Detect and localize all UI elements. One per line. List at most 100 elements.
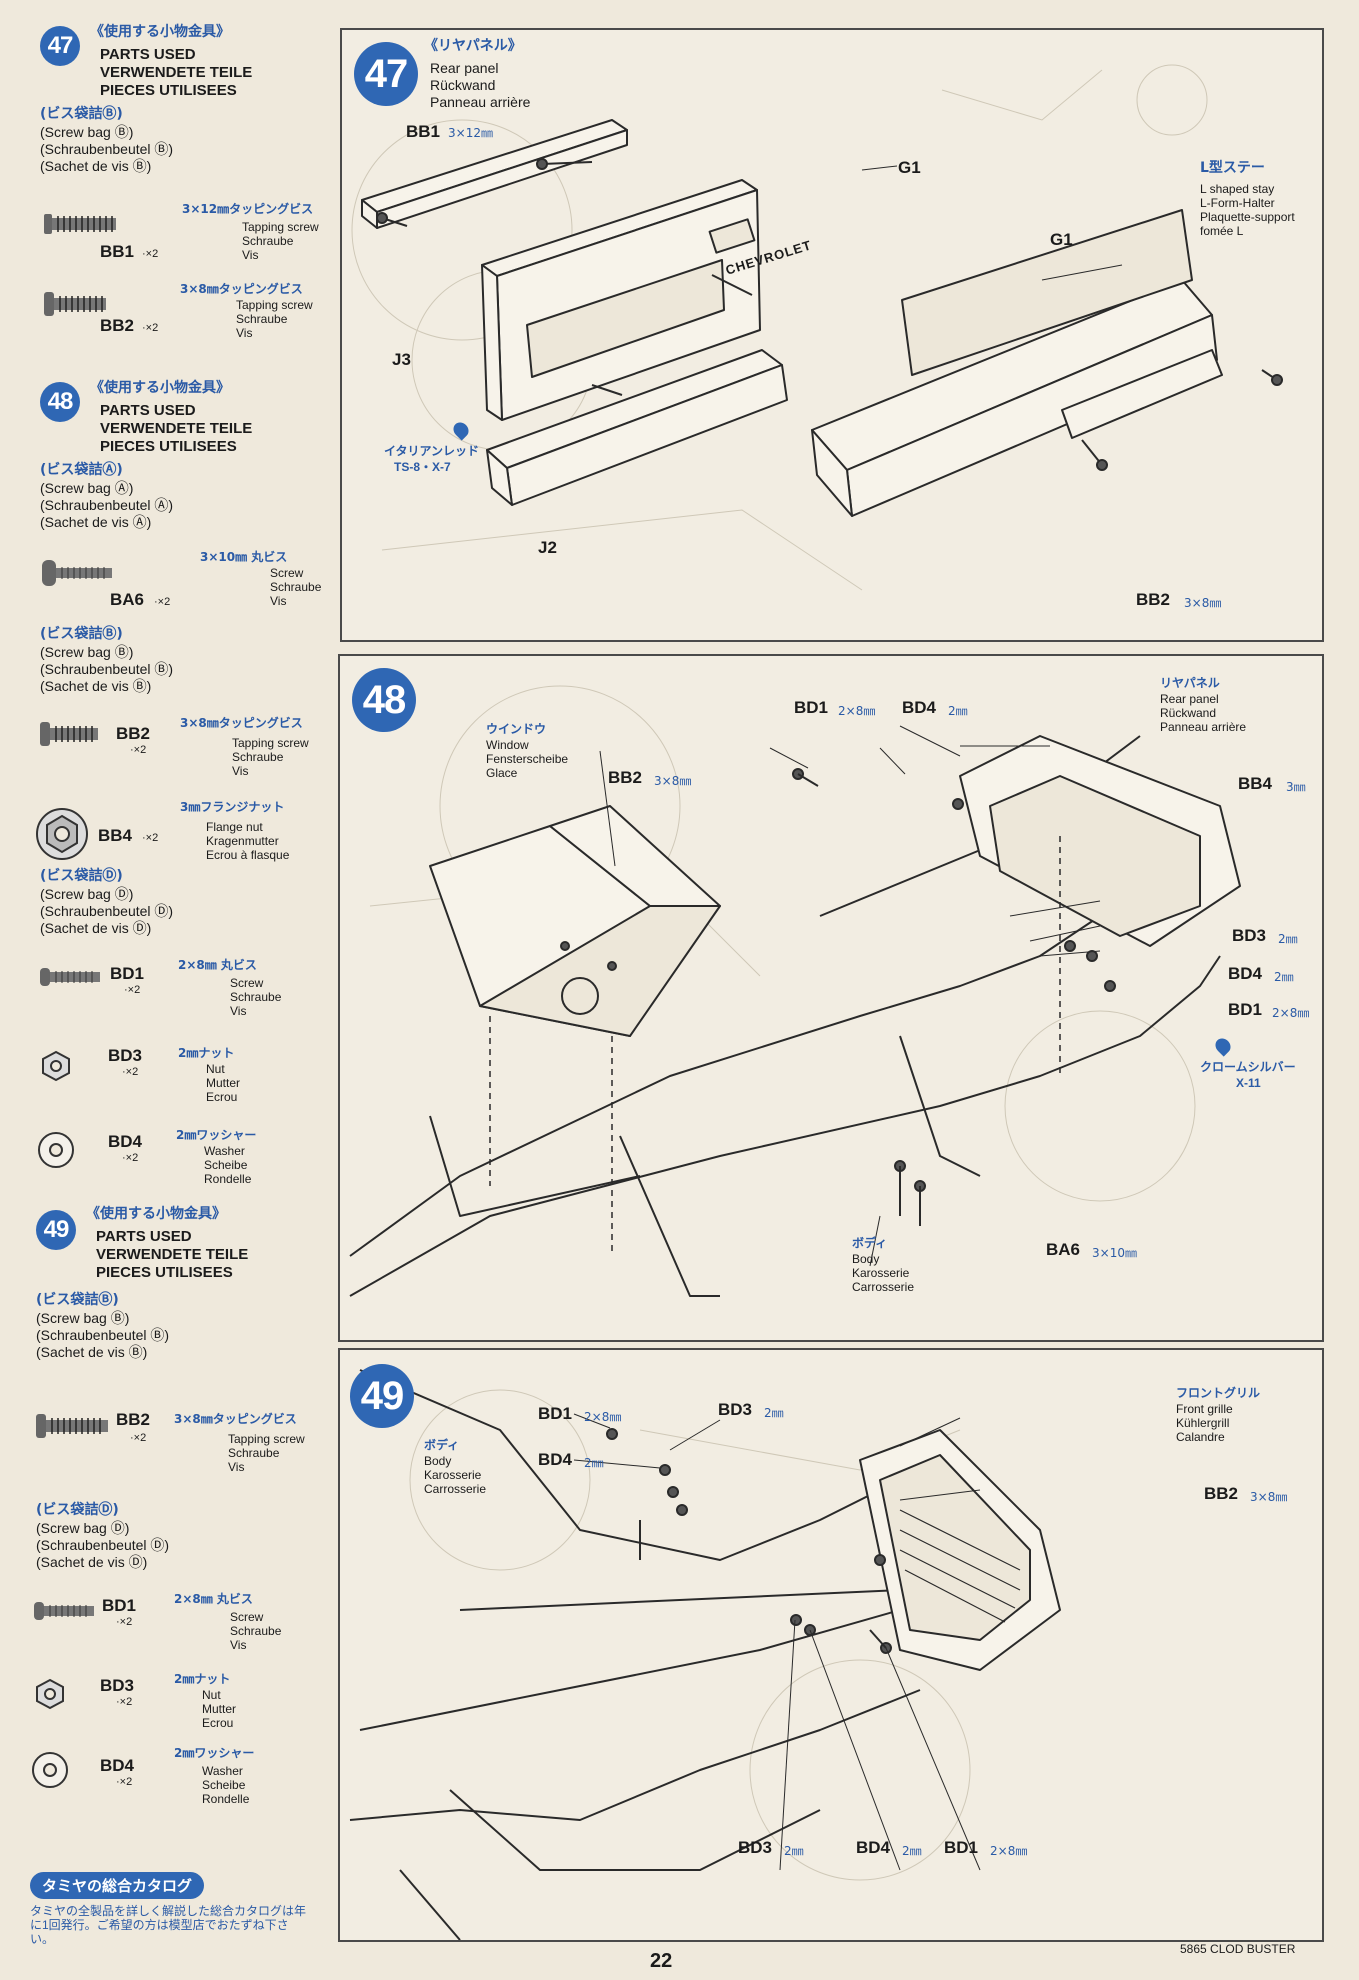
bb2-desc: Tapping screw Schraube Vis xyxy=(236,298,313,340)
bb4-label: BB4 xyxy=(1238,774,1273,793)
bd4-top-label: BD4 xyxy=(538,1450,573,1469)
parts-used-heading: PARTS USED VERWENDETE TEILE PIECES UTILI… xyxy=(100,402,253,455)
washer-bd4-icon xyxy=(30,1750,70,1795)
screw-bb2-icon xyxy=(40,720,110,755)
paint-drop-icon xyxy=(450,419,472,443)
window-label-jp: ウインドウ xyxy=(486,722,547,736)
italian-red-paint-jp: イタリアンレッド xyxy=(384,444,480,458)
screw-bag-a-label: (Screw bag Ⓐ) (Schraubenbeutel Ⓐ) (Sache… xyxy=(40,480,174,530)
bd4-desc: Washer Scheibe Rondelle xyxy=(202,1764,250,1806)
bb2-size: 3×8㎜ xyxy=(1184,596,1222,610)
bd1-label: BD1 xyxy=(1228,1000,1263,1019)
parts-used-heading-jp: 《使用する小物金具》 xyxy=(90,24,230,40)
step-47-badge: 47 xyxy=(354,42,418,106)
g1-label-2: G1 xyxy=(1050,230,1073,249)
screw-ba6-icon xyxy=(42,558,122,595)
rear-panel-label-jp: リヤパネル xyxy=(1160,676,1220,690)
body-label-jp: ボディ xyxy=(852,1236,888,1250)
front-grille-label-jp: フロントグリル xyxy=(1176,1386,1261,1400)
screw-bb2-icon xyxy=(44,290,124,325)
flange-nut-icon xyxy=(34,806,90,867)
bd4-jp: 2㎜ワッシャー xyxy=(176,1128,257,1142)
bb2-jp: 3×8㎜タッピングビス xyxy=(174,1412,297,1426)
bd3-desc: Nut Mutter Ecrou xyxy=(206,1062,241,1104)
bd3-code: BD3 xyxy=(108,1046,143,1065)
paint-drop-icon xyxy=(1212,1035,1234,1059)
bb4-jp: 3㎜フランジナット xyxy=(180,800,285,814)
bd1-bottom-size: 2×8㎜ xyxy=(990,1844,1028,1858)
nut-bd3-icon xyxy=(34,1678,66,1715)
bd3-top-size: 2㎜ xyxy=(764,1406,784,1420)
bb1-qty: ·×2 xyxy=(142,248,159,260)
bb1-jp: 3×12㎜タッピングビス xyxy=(182,202,314,216)
parts-used-heading-jp: 《使用する小物金具》 xyxy=(90,380,230,396)
bb2-code: BB2 xyxy=(100,316,135,335)
front-grille-label: Front grille Kühlergrill Calandre xyxy=(1176,1402,1233,1444)
bb4-size: 3㎜ xyxy=(1286,780,1306,794)
screw-bb1-icon xyxy=(44,210,124,243)
window-label: Window Fensterscheibe Glace xyxy=(486,738,569,780)
window-body-diagram xyxy=(340,656,1322,1340)
rear-panel-title: Rear panel Rückwand Panneau arrière xyxy=(430,60,531,110)
bd3-jp: 2㎜ナット xyxy=(174,1672,231,1686)
bd3-label: BD3 xyxy=(1232,926,1267,945)
body-label: Body Karosserie Carrosserie xyxy=(852,1252,915,1294)
bd1-top-label: BD1 xyxy=(538,1404,573,1423)
screw-bag-b-label: (Screw bag Ⓑ) (Schraubenbeutel Ⓑ) (Sache… xyxy=(36,1310,170,1360)
bd4-size: 2㎜ xyxy=(1274,970,1294,984)
page-number: 22 xyxy=(650,1950,673,1972)
bd4-bottom-size: 2㎜ xyxy=(902,1844,922,1858)
screw-bag-b-jp: (ビス袋詰Ⓑ) xyxy=(40,106,123,122)
bd4-jp: 2㎜ワッシャー xyxy=(174,1746,255,1760)
bb4-qty: ·×2 xyxy=(142,832,159,844)
step-47-panel: 47 《リヤパネル》 Rear panel Rückwand Panneau a… xyxy=(340,28,1324,642)
rear-panel-title-jp: 《リヤパネル》 xyxy=(424,38,522,54)
bb2-code: BB2 xyxy=(116,1410,151,1429)
bd1-desc: Screw Schraube Vis xyxy=(230,976,282,1018)
bb2-code: BB2 xyxy=(116,724,151,743)
bb1-code: BB1 xyxy=(100,242,135,261)
step-49-badge: 49 xyxy=(350,1364,414,1428)
bd3-code: BD3 xyxy=(100,1676,135,1695)
ba6-qty: ·×2 xyxy=(154,596,171,608)
ba6-jp: 3×10㎜ 丸ビス xyxy=(200,550,288,564)
bd3-qty: ·×2 xyxy=(122,1066,139,1078)
washer-bd4-icon xyxy=(36,1130,76,1175)
j2-label: J2 xyxy=(538,538,557,557)
bd4-qty: ·×2 xyxy=(122,1152,139,1164)
screw-bb2-icon xyxy=(36,1412,116,1447)
bd3-bottom-label: BD3 xyxy=(738,1838,773,1857)
bb1-desc: Tapping screw Schraube Vis xyxy=(242,220,319,262)
bb2-jp: 3×8㎜タッピングビス xyxy=(180,282,303,296)
front-grille-diagram xyxy=(340,1350,1322,1940)
bb2-size: 3×8㎜ xyxy=(654,774,692,788)
bb1-label: BB1 xyxy=(406,122,441,141)
bb2-qty: ·×2 xyxy=(142,322,159,334)
body-label-jp: ボディ xyxy=(424,1438,460,1452)
screw-bag-d-jp: (ビス袋詰Ⓓ) xyxy=(36,1502,119,1518)
step-48-badge: 48 xyxy=(40,382,80,422)
bd1-qty: ·×2 xyxy=(116,1616,133,1628)
bd3-bottom-size: 2㎜ xyxy=(784,1844,804,1858)
rear-panel-label: Rear panel Rückwand Panneau arrière xyxy=(1160,692,1247,734)
bd1-jp: 2×8㎜ 丸ビス xyxy=(174,1592,253,1606)
chrome-silver-paint-code: X-11 xyxy=(1236,1076,1261,1090)
bd1-code: BD1 xyxy=(110,964,145,983)
bb2-label: BB2 xyxy=(1204,1484,1239,1503)
g1-label: G1 xyxy=(898,158,921,177)
catalog-badge: タミヤの総合カタログ xyxy=(30,1872,205,1899)
step-49-panel: 49 ボディ Body Karosserie Carrosserie BD1 2… xyxy=(338,1348,1324,1942)
bb2-jp: 3×8㎜タッピングビス xyxy=(180,716,303,730)
bd4-bottom-label: BD4 xyxy=(856,1838,891,1857)
parts-used-heading: PARTS USED VERWENDETE TEILE PIECES UTILI… xyxy=(100,46,253,99)
catalog-note: タミヤの全製品を詳しく解説した総合カタログは年に1回発行。ご希望の方は模型店でお… xyxy=(30,1904,307,1946)
ba6-desc: Screw Schraube Vis xyxy=(270,566,322,608)
bd1-code: BD1 xyxy=(102,1596,137,1615)
bb2-desc: Tapping screw Schraube Vis xyxy=(232,736,309,778)
bb2-desc: Tapping screw Schraube Vis xyxy=(228,1432,305,1474)
body-label: Body Karosserie Carrosserie xyxy=(424,1454,487,1496)
screw-bag-b-jp: (ビス袋詰Ⓑ) xyxy=(40,626,123,642)
bd4-top-label: BD4 xyxy=(902,698,937,717)
screw-bd1-icon xyxy=(34,1600,104,1627)
parts-used-heading: PARTS USED VERWENDETE TEILE PIECES UTILI… xyxy=(96,1228,249,1281)
